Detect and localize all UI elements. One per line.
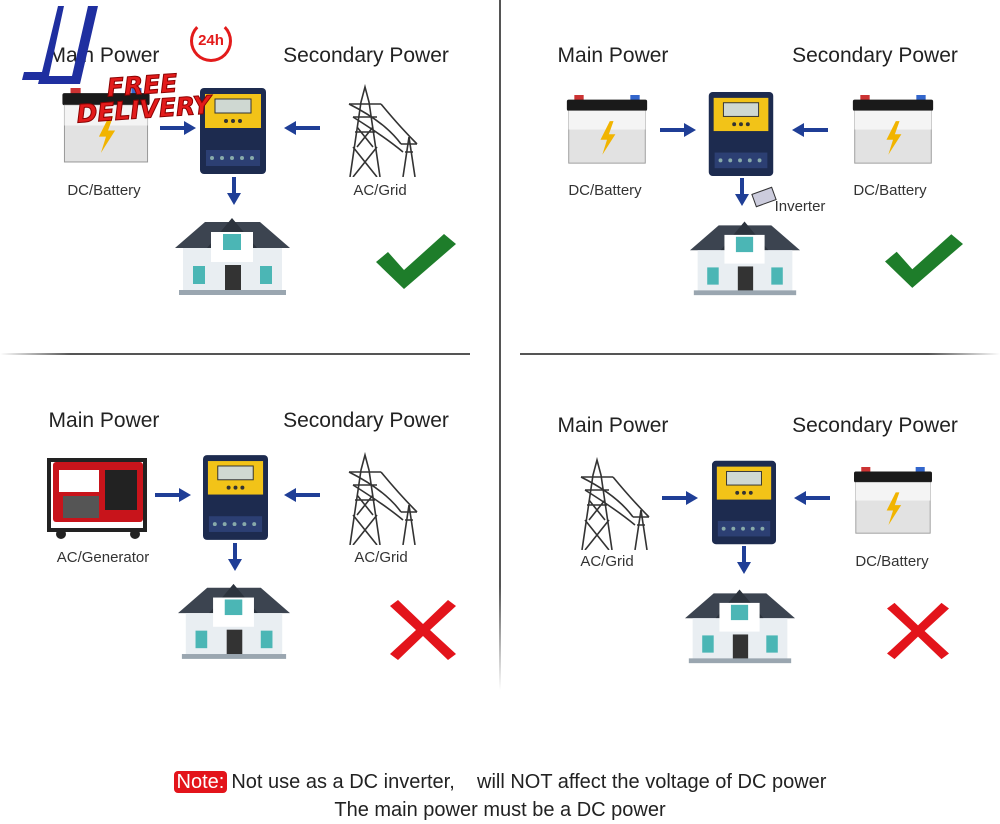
arrow-right-icon bbox=[155, 488, 191, 502]
inverter-label: Inverter bbox=[774, 198, 826, 215]
house-icon bbox=[690, 212, 800, 297]
arrow-left-icon bbox=[792, 123, 828, 137]
secondary-power-title: Secondary Power bbox=[792, 44, 958, 67]
arrow-down-icon bbox=[228, 543, 242, 571]
24h-clock-icon: 24h bbox=[190, 20, 232, 62]
note-line-2: The main power must be a DC power bbox=[334, 799, 666, 821]
transfer-switch-controller bbox=[203, 455, 268, 540]
main-source-label: DC/Battery bbox=[67, 182, 141, 199]
check-icon bbox=[376, 234, 456, 289]
transfer-switch-controller bbox=[708, 92, 774, 176]
main-power-title: Main Power bbox=[557, 44, 669, 67]
arrow-left-icon bbox=[284, 488, 320, 502]
house-icon bbox=[178, 575, 290, 660]
check-icon bbox=[885, 234, 963, 288]
vertical-divider bbox=[499, 0, 501, 690]
arrow-down-icon bbox=[737, 546, 751, 574]
secondary-power-title: Secondary Power bbox=[283, 44, 449, 67]
arrow-down-icon bbox=[735, 178, 749, 206]
secondary-source-label: DC/Battery bbox=[855, 553, 929, 570]
secondary-power-title: Secondary Power bbox=[792, 414, 958, 437]
brand-logo bbox=[18, 4, 103, 86]
power-tower-icon bbox=[567, 455, 657, 550]
arrow-right-icon bbox=[660, 123, 696, 137]
main-source-label: AC/Grid bbox=[580, 553, 634, 570]
free-delivery-badge: FREE DELIVERY bbox=[75, 68, 212, 129]
secondary-power-title: Secondary Power bbox=[283, 409, 449, 432]
cross-icon bbox=[390, 600, 456, 660]
arrow-left-icon bbox=[284, 121, 320, 135]
arrow-right-icon bbox=[662, 491, 698, 505]
secondary-source-label: AC/Grid bbox=[353, 182, 407, 199]
arrow-down-icon bbox=[227, 177, 241, 205]
jj-logo-icon bbox=[22, 6, 98, 84]
arrow-right-icon bbox=[160, 121, 196, 135]
main-power-title: Main Power bbox=[557, 414, 669, 437]
generator-icon bbox=[45, 450, 150, 540]
note-badge: Note: bbox=[173, 771, 228, 793]
panel-generator-grid: Main Power Secondary Power AC/Generator … bbox=[0, 365, 500, 725]
horizontal-divider-left bbox=[0, 353, 470, 355]
house-icon bbox=[175, 210, 290, 295]
panel-grid-battery: Main Power Secondary Power AC/Grid DC/Ba… bbox=[507, 370, 1000, 730]
inverter-icon bbox=[751, 186, 777, 208]
secondary-source-label: AC/Grid bbox=[354, 549, 408, 566]
house-icon bbox=[685, 580, 795, 665]
power-tower-icon bbox=[335, 450, 425, 545]
battery-icon bbox=[850, 467, 936, 535]
transfer-switch-controller bbox=[712, 460, 776, 545]
main-source-label: DC/Battery bbox=[568, 182, 642, 199]
battery-icon bbox=[562, 95, 652, 165]
panel-battery-battery: Main Power Secondary Power DC/Battery DC… bbox=[507, 0, 1000, 360]
secondary-source-label: DC/Battery bbox=[853, 182, 927, 199]
note-section: Note:Not use as a DC inverter, will NOT … bbox=[0, 768, 1000, 824]
cross-icon bbox=[887, 602, 949, 660]
arrow-left-icon bbox=[794, 491, 830, 505]
horizontal-divider-right bbox=[520, 353, 1000, 355]
main-power-title: Main Power bbox=[48, 409, 160, 432]
note-line-1: Note:Not use as a DC inverter, will NOT … bbox=[0, 768, 1000, 796]
main-source-label: AC/Generator bbox=[56, 549, 150, 566]
battery-icon bbox=[849, 95, 937, 165]
note-text-1: Not use as a DC inverter, will NOT affec… bbox=[231, 771, 827, 793]
power-tower-icon bbox=[335, 82, 425, 177]
